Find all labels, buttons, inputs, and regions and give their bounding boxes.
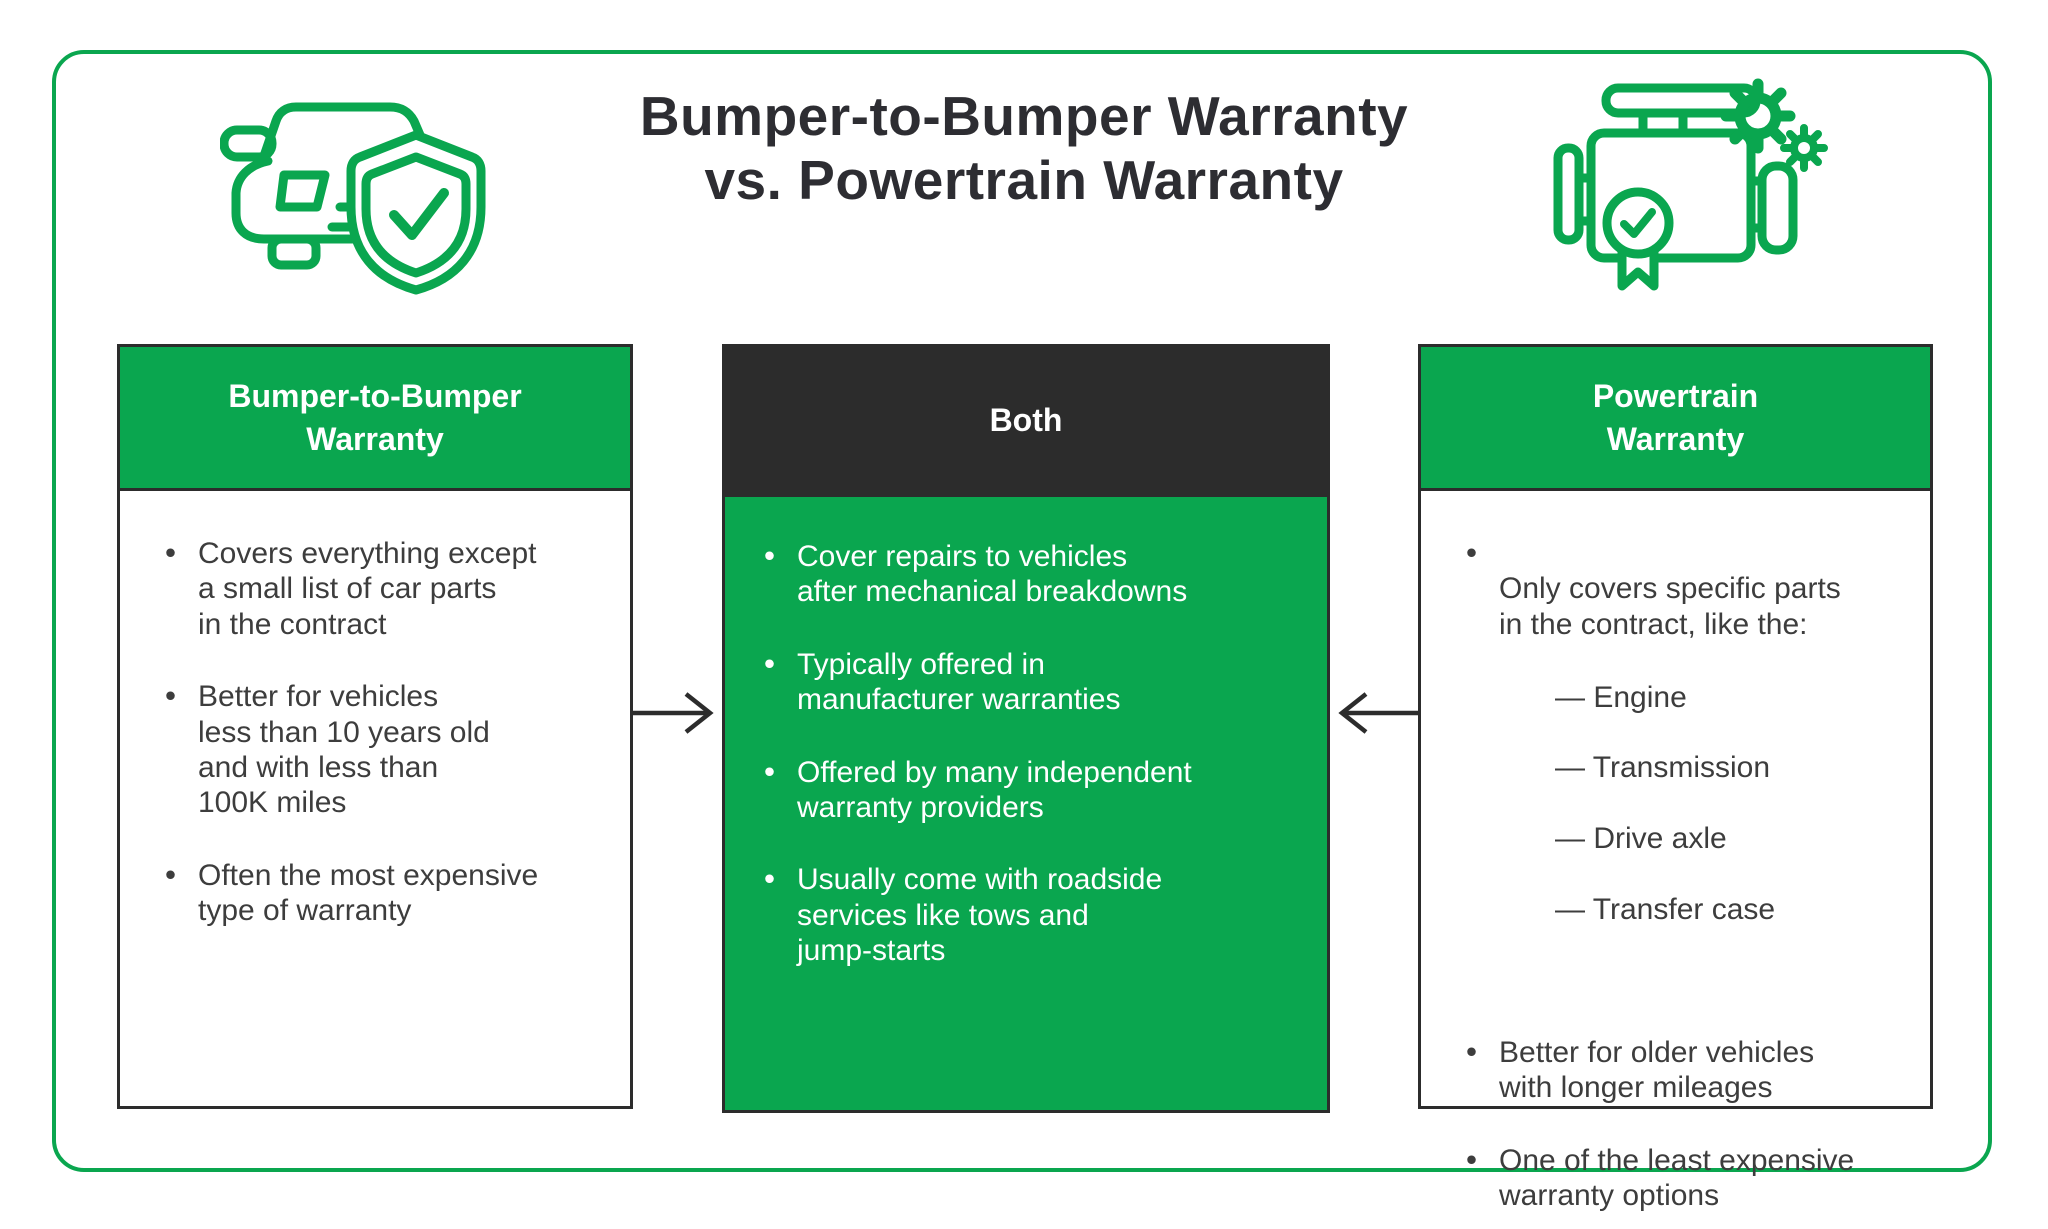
bullet-item: Better for older vehicles with longer mi… <box>1466 1033 1914 1106</box>
bullet-item: Cover repairs to vehicles after mechanic… <box>764 537 1313 610</box>
powertrain-bullet-list: Only covers specific parts in the contra… <box>1453 534 1914 1214</box>
bullet-item: Typically offered in manufacturer warran… <box>764 645 1313 718</box>
bullet-item: Usually come with roadside services like… <box>764 860 1313 968</box>
column-both: Both Cover repairs to vehicles after mec… <box>722 344 1330 1113</box>
bullet-item: Covers everything except a small list of… <box>165 534 614 642</box>
bullet-sub-item: — Drive axle <box>1555 822 1727 856</box>
column-bumper: Bumper-to-Bumper Warranty Covers everyth… <box>117 344 633 1109</box>
column-powertrain: Powertrain Warranty Only covers specific… <box>1418 344 1933 1212</box>
bullet-item: Often the most expensive type of warrant… <box>165 856 614 929</box>
bullet-sub-item: — Engine <box>1555 680 1687 714</box>
column-powertrain-header: Powertrain Warranty <box>1418 344 1933 491</box>
gear-large <box>1720 78 1796 154</box>
bullet-sub-item: — Transmission <box>1555 751 1771 785</box>
title-line-2: vs. Powertrain Warranty <box>704 149 1344 212</box>
covered-parts-sublist: — Engine — Transmission — Drive axle — T… <box>1499 644 1914 963</box>
gear-small <box>1780 124 1828 172</box>
column-both-header: Both <box>722 344 1330 497</box>
bullet-item: One of the least expensive warranty opti… <box>1466 1141 1914 1214</box>
bullet-item: Only covers specific parts in the contra… <box>1466 534 1914 998</box>
bumper-bullet-list: Covers everything except a small list of… <box>152 534 614 929</box>
badge-check <box>1602 187 1674 291</box>
bullet-item: Better for vehicles less than 10 years o… <box>165 677 614 821</box>
arrow-left-icon <box>1338 692 1419 734</box>
car-shield-check-icon <box>220 102 486 295</box>
column-both-body: Cover repairs to vehicles after mechanic… <box>722 497 1330 1113</box>
bullet-item: Offered by many independent warranty pro… <box>764 753 1313 826</box>
bullet-sub-item: — Transfer case <box>1555 892 1776 926</box>
column-bumper-header: Bumper-to-Bumper Warranty <box>117 344 633 491</box>
engine-gears-badge-icon <box>1553 78 1828 291</box>
page-title: Bumper-to-Bumper Warranty vs. Powertrain… <box>0 84 2048 213</box>
outer-frame <box>52 50 1992 1172</box>
bullet-text: Only covers specific parts in the contra… <box>1499 572 1841 641</box>
both-bullet-list: Cover repairs to vehicles after mechanic… <box>751 537 1313 969</box>
title-line-1: Bumper-to-Bumper Warranty <box>639 85 1409 147</box>
column-bumper-body: Covers everything except a small list of… <box>117 491 633 1109</box>
arrow-right-icon <box>633 692 714 734</box>
column-powertrain-body: Only covers specific parts in the contra… <box>1418 491 1933 1212</box>
